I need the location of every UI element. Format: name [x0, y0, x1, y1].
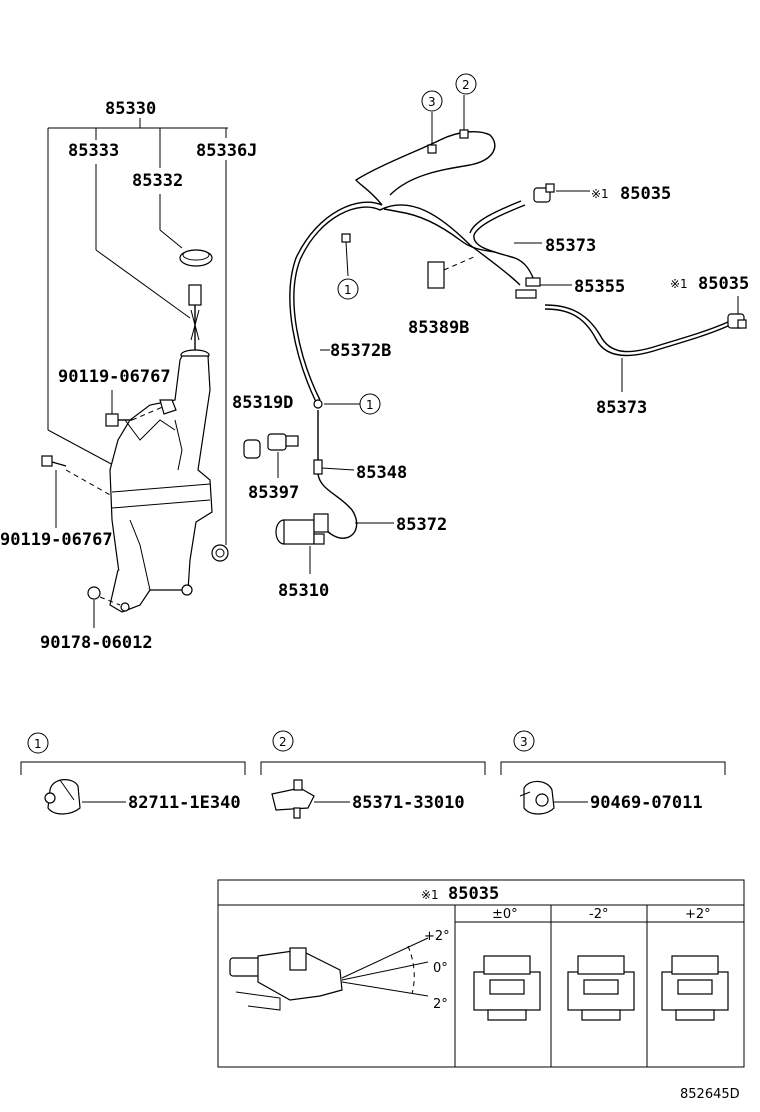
- label-cap: 85332: [132, 171, 183, 191]
- nozzle-hoses: [469, 200, 729, 392]
- callout-2-top: [455, 73, 477, 95]
- legend-part-3: 90469-07011: [590, 793, 703, 813]
- label-nozzle-right: 85035: [698, 274, 749, 294]
- legend-part-2: 85371-33010: [352, 793, 465, 813]
- label-nozzle-hose-upper: 85373: [545, 236, 596, 256]
- angle-down-label: 2°: [433, 997, 448, 1012]
- pump-part: [275, 513, 329, 574]
- nozzle-right-part: [727, 296, 747, 329]
- nozzle-front-plus2: [661, 955, 729, 1021]
- svg-text:3: 3: [520, 735, 528, 749]
- detail-title: 85035: [448, 884, 499, 904]
- clip-1-mark: [341, 233, 351, 243]
- clip-82711-icon: [44, 779, 81, 815]
- leader-inlet-2: [95, 249, 191, 319]
- tank-assembly-bracket: [47, 118, 228, 545]
- label-grommet-pump: 85397: [248, 483, 299, 503]
- label-bolt-lower: 90119-06767: [0, 530, 113, 550]
- grommet-pump-part: [243, 433, 299, 478]
- label-bolt-upper: 90119-06767: [58, 367, 171, 387]
- label-tank-assy: 85330: [105, 99, 156, 119]
- legend-part-1: 82711-1E340: [128, 793, 241, 813]
- angle-up-label: +2°: [424, 929, 450, 944]
- nozzle-left-part: [533, 183, 590, 203]
- check-valve-part: [313, 459, 355, 475]
- nozzle-front-0: [473, 955, 541, 1021]
- clip-pad-part: [427, 255, 477, 289]
- label-hose-b: 85372B: [330, 341, 391, 361]
- detail-col-3: +2°: [685, 907, 711, 922]
- clip-3-mark: [427, 144, 437, 154]
- detail-col-2: -2°: [589, 907, 608, 922]
- callout-1-hose: [337, 278, 359, 300]
- label-inlet: 85333: [68, 141, 119, 161]
- detail-title-mark: ※1: [421, 888, 439, 902]
- label-check-valve: 85348: [356, 463, 407, 483]
- callout-3-top: [421, 90, 443, 112]
- label-nozzle-hose-lower: 85373: [596, 398, 647, 418]
- label-nut: 90178-06012: [40, 633, 153, 653]
- label-clip-pad: 85389B: [408, 318, 469, 338]
- clip-90469-icon: [519, 780, 555, 815]
- label-nozzle-left: 85035: [620, 184, 671, 204]
- detail-col-1: ±0°: [492, 907, 518, 922]
- clip-2-mark: [459, 129, 469, 139]
- label-grommet: 85336J: [196, 141, 257, 161]
- svg-text:2: 2: [462, 78, 470, 92]
- label-joint-d: 85319D: [232, 393, 293, 413]
- leader-cap-2: [159, 229, 183, 249]
- svg-text:2: 2: [279, 735, 287, 749]
- diagram-id: 852645D: [680, 1087, 740, 1102]
- svg-text:3: 3: [428, 95, 436, 109]
- nut-part: [87, 586, 121, 628]
- legend-row: 1 82711-1E340 2 85371-33010 3 90469: [20, 730, 726, 819]
- nozzle-side-view: [229, 937, 429, 1011]
- washer-tank: [109, 355, 213, 613]
- grommet-part: [211, 544, 229, 562]
- clip-85371-icon: [271, 779, 315, 819]
- bolt-upper: [105, 390, 166, 427]
- hose-85372b: [289, 131, 521, 403]
- label-hose: 85372: [396, 515, 447, 535]
- angle-mid-label: 0°: [433, 961, 448, 976]
- nozzle-detail-table: [217, 879, 745, 1068]
- nozzle-front-minus2: [567, 955, 635, 1021]
- inlet-pipe: [180, 284, 210, 361]
- label-pump: 85310: [278, 581, 329, 601]
- joint-d-part: [313, 399, 323, 409]
- bolt-lower: [41, 455, 113, 528]
- svg-text:※1: ※1: [591, 187, 609, 201]
- label-joint: 85355: [574, 277, 625, 297]
- svg-text:※1: ※1: [670, 277, 688, 291]
- svg-text:1: 1: [344, 283, 352, 297]
- svg-text:1: 1: [34, 737, 42, 751]
- svg-text:1: 1: [366, 398, 374, 412]
- joint-part: [515, 277, 572, 299]
